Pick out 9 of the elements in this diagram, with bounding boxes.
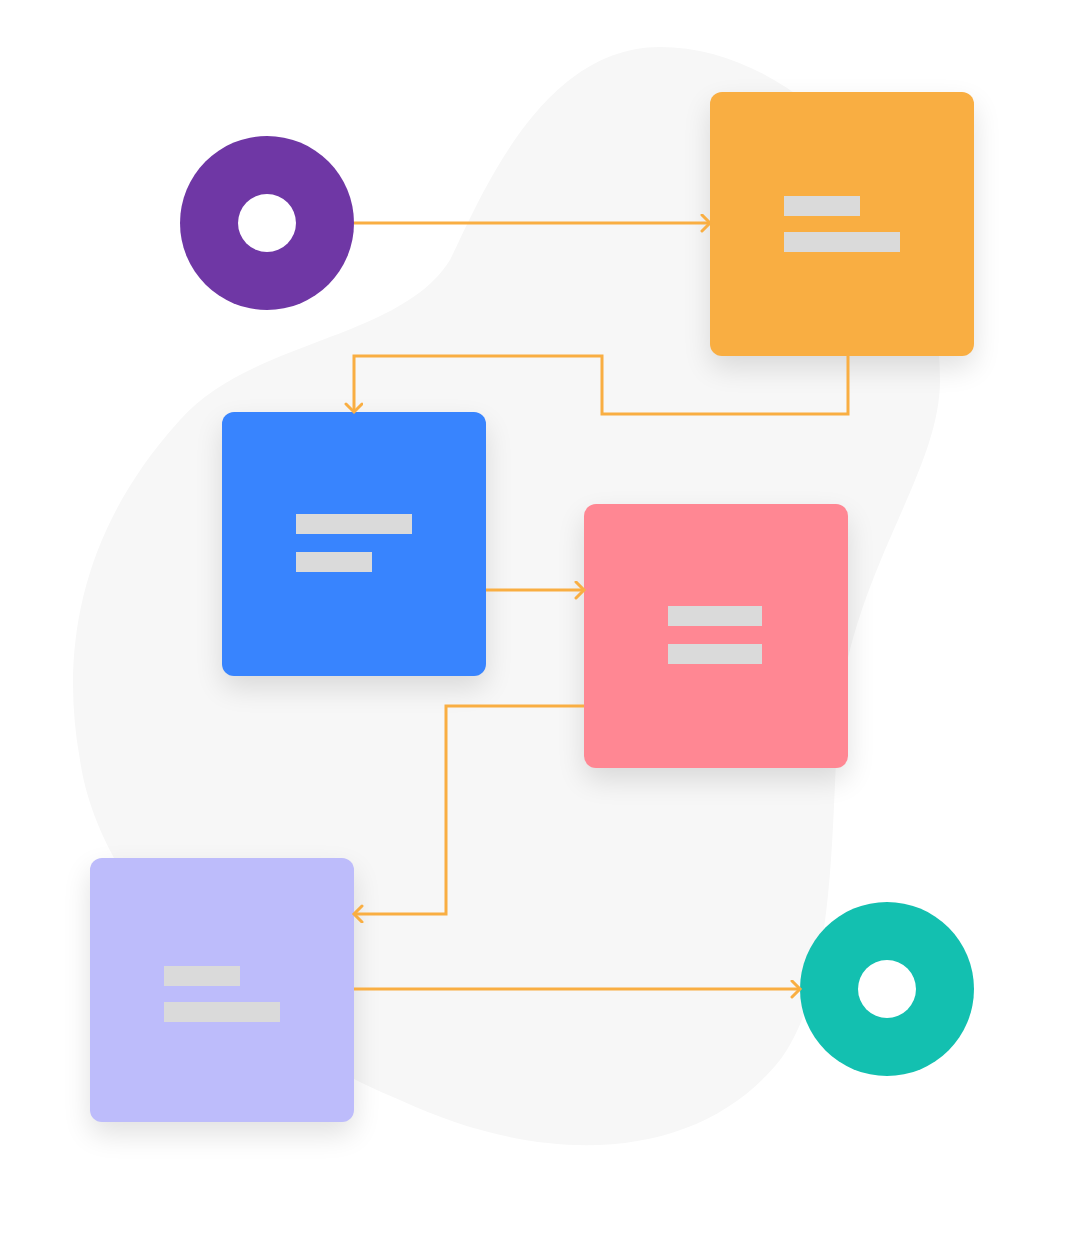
process-card bbox=[710, 92, 974, 356]
arrow bbox=[352, 704, 584, 924]
process-card bbox=[222, 412, 486, 676]
arrow bbox=[354, 979, 802, 999]
arrow bbox=[486, 580, 586, 600]
process-card bbox=[90, 858, 354, 1122]
process-card bbox=[584, 504, 848, 768]
arrow bbox=[354, 213, 712, 233]
arrow bbox=[344, 354, 850, 416]
